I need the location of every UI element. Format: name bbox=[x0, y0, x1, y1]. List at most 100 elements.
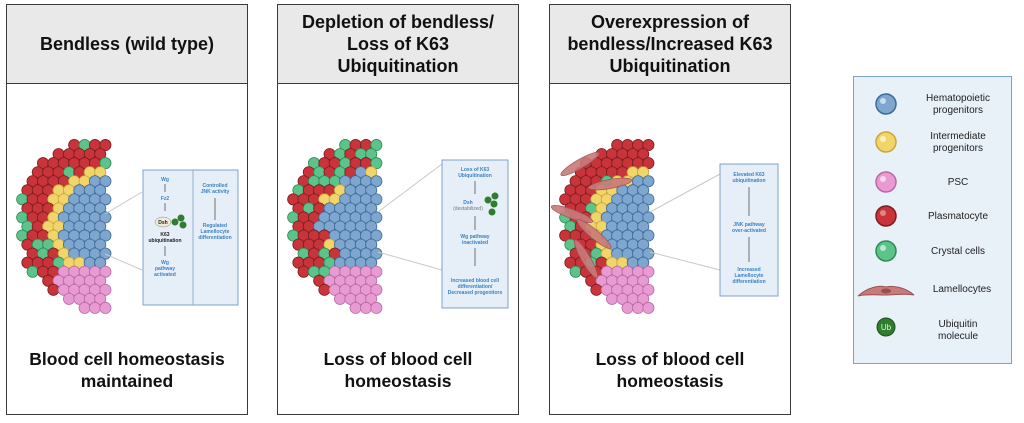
pink-cell-icon bbox=[875, 171, 897, 193]
red-cell-icon bbox=[318, 283, 331, 296]
ubiquitin-icon bbox=[179, 221, 187, 229]
legend-label: Lamellocytes bbox=[932, 284, 992, 295]
pink-cell-icon bbox=[637, 292, 650, 305]
pink-cell-icon bbox=[637, 274, 650, 287]
flow-fz2: Fz2 bbox=[161, 196, 170, 202]
pink-cell-icon bbox=[99, 265, 112, 278]
pink-cell-icon bbox=[89, 301, 102, 314]
flow-k63-2: ubiquitination bbox=[148, 238, 181, 244]
lymph-gland-lobe bbox=[550, 139, 655, 314]
legend: Hematopoietic progenitors Intermediate p… bbox=[853, 76, 1012, 364]
flow-wg-2: inactivated bbox=[462, 240, 488, 246]
green-cell-icon bbox=[370, 139, 383, 152]
lamellocyte-icon bbox=[560, 151, 600, 177]
blue-cell-icon bbox=[94, 238, 107, 251]
pink-cell-icon bbox=[642, 301, 655, 314]
pink-cell-icon bbox=[78, 301, 91, 314]
legend-label: Intermediate progenitors bbox=[930, 131, 986, 154]
legend-item-intermediate: Intermediate progenitors bbox=[854, 125, 1013, 159]
lamellocyte-icon bbox=[857, 285, 915, 297]
red-cell-icon bbox=[642, 157, 655, 170]
ubiquitin-icon bbox=[484, 196, 492, 204]
flow-elev-2: ubiquitination bbox=[732, 178, 765, 184]
blue-cell-icon bbox=[637, 238, 650, 251]
blue-cell-icon bbox=[365, 220, 378, 233]
legend-item-psc: PSC bbox=[854, 165, 1013, 199]
pink-cell-icon bbox=[632, 301, 645, 314]
flow-loss-1: Loss of K63 bbox=[461, 167, 490, 173]
blue-cell-icon bbox=[99, 211, 112, 224]
flow-lam-2: Lamellocyte bbox=[201, 229, 230, 235]
pink-cell-icon bbox=[94, 274, 107, 287]
pink-cell-icon bbox=[642, 283, 655, 296]
flow-k63-1: K63 bbox=[160, 232, 169, 238]
blue-cell-icon bbox=[99, 229, 112, 242]
pink-cell-icon bbox=[370, 265, 383, 278]
lymph-gland-diagram: Loss of K63 Ubiquitination Dsh (destabil… bbox=[287, 139, 509, 314]
yellow-cell-icon bbox=[94, 166, 107, 179]
legend-label: Ubiquitin molecule bbox=[937, 319, 979, 342]
flow-jnk-1: JNK pathway bbox=[733, 222, 765, 228]
flow-inc-3: Decreased progenitors bbox=[448, 290, 503, 296]
pink-cell-icon bbox=[94, 292, 107, 305]
flow-elev-1: Elevated K63 bbox=[733, 172, 764, 178]
blue-cell-icon bbox=[365, 202, 378, 215]
blue-cell-icon bbox=[637, 256, 650, 269]
blue-cell-icon bbox=[370, 211, 383, 224]
blue-cell-icon bbox=[370, 229, 383, 242]
legend-label: Hematopoietic progenitors bbox=[926, 93, 990, 116]
flow-jnk-2: over-activated bbox=[732, 228, 766, 234]
blue-cell-icon bbox=[642, 175, 655, 188]
legend-label: Plasmatocyte bbox=[927, 211, 989, 222]
panel-footer: Blood cell homeostasis maintained bbox=[29, 349, 225, 391]
green-cell-icon bbox=[26, 265, 39, 278]
ubiquitin-icon bbox=[488, 208, 496, 216]
flow-dsh: Dsh bbox=[158, 220, 167, 226]
flow-loss-2: Ubiquitination bbox=[458, 173, 492, 179]
flow-lam-2: Lamellocyte bbox=[735, 273, 764, 279]
legend-label: PSC bbox=[947, 177, 969, 188]
lamellocyte-icon bbox=[587, 177, 633, 191]
legend-item-ubiquitin: Ub Ubiquitin molecule bbox=[854, 313, 1013, 347]
lymph-gland-diagram: Elevated K63 ubiquitination JNK pathway … bbox=[550, 139, 779, 314]
flow-dsh: Dsh bbox=[463, 200, 472, 206]
panel-title: Bendless (wild type) bbox=[7, 5, 247, 84]
flow-lam-3: differentiation bbox=[732, 279, 765, 285]
blue-cell-icon bbox=[94, 256, 107, 269]
red-cell-icon bbox=[99, 139, 112, 152]
yellow-cell-icon bbox=[637, 166, 650, 179]
blue-cell-icon bbox=[642, 211, 655, 224]
blue-cell-icon bbox=[99, 247, 112, 260]
ubiquitin-icon bbox=[171, 218, 179, 226]
pink-cell-icon bbox=[99, 283, 112, 296]
blue-cell-icon bbox=[365, 256, 378, 269]
ubiquitin-icon bbox=[177, 214, 185, 222]
pink-cell-icon bbox=[63, 292, 76, 305]
legend-item-lamellocytes: Lamellocytes bbox=[854, 278, 1013, 312]
lamellocyte-icon bbox=[550, 204, 594, 224]
flow-lam-1: Regulated bbox=[203, 223, 227, 229]
panel-footer: Loss of blood cell homeostasis bbox=[595, 349, 745, 391]
green-cell-icon bbox=[365, 148, 378, 161]
pink-cell-icon bbox=[621, 301, 634, 314]
pink-cell-icon bbox=[365, 292, 378, 305]
red-cell-icon bbox=[590, 283, 603, 296]
ubiquitin-icon: Ub bbox=[876, 317, 896, 337]
legend-item-plasmatocyte: Plasmatocyte bbox=[854, 199, 1013, 233]
flow-wg-active-2: pathway bbox=[155, 266, 175, 272]
green-cell-icon bbox=[875, 240, 897, 262]
red-cell-icon bbox=[637, 148, 650, 161]
blue-cell-icon bbox=[875, 93, 897, 115]
flow-wg: Wg bbox=[161, 177, 169, 183]
lymph-gland-diagram: Wg Fz2 Dsh K63 ubiquitination Wg pathway… bbox=[16, 139, 239, 314]
flow-wg-active-1: Wg bbox=[161, 260, 169, 266]
pink-cell-icon bbox=[370, 283, 383, 296]
ubiquitin-icon bbox=[490, 200, 498, 208]
yellow-cell-icon bbox=[875, 131, 897, 153]
blue-cell-icon bbox=[99, 175, 112, 188]
lymph-gland-lobe bbox=[16, 139, 112, 314]
flow-lam-1: Increased bbox=[737, 267, 760, 273]
yellow-cell-icon bbox=[365, 166, 378, 179]
flow-destabilized: (destabilized) bbox=[453, 206, 483, 212]
pink-cell-icon bbox=[606, 292, 619, 305]
